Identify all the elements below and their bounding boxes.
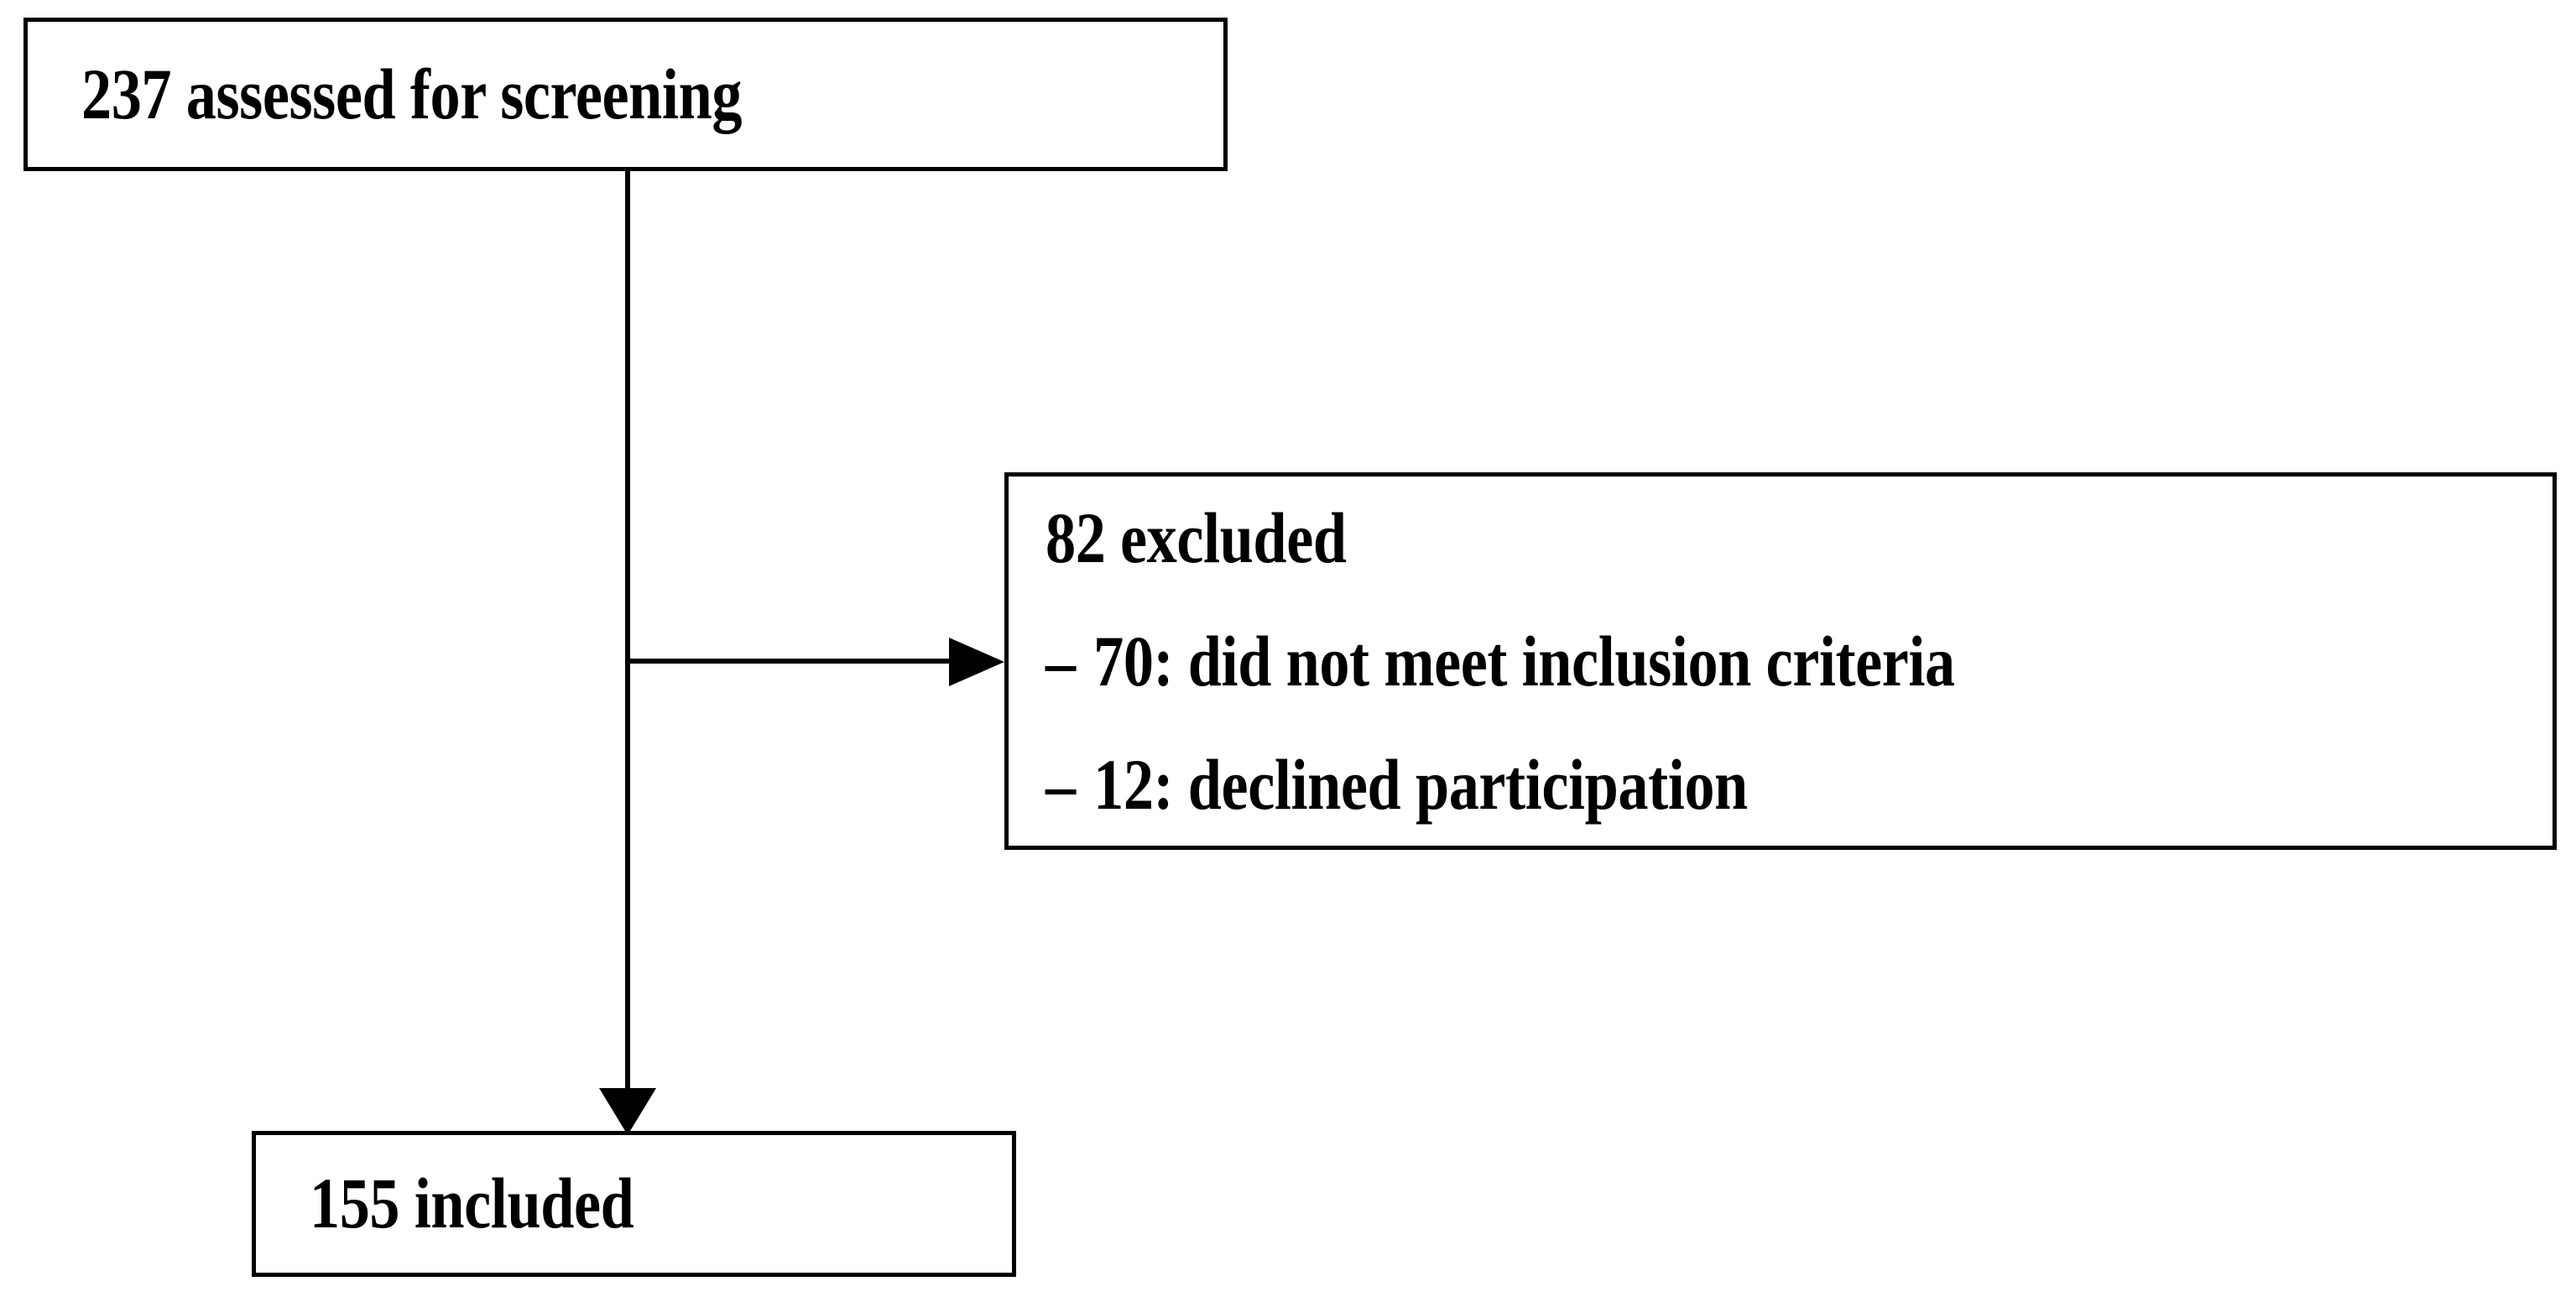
reason-dash-icon-1: – xyxy=(1046,620,1076,701)
node-excluded-reason-2-label: 12: declined participation xyxy=(1093,743,1748,825)
reason-dash-icon-2: – xyxy=(1046,743,1076,825)
node-included: 155 included xyxy=(252,1131,1016,1277)
node-assessed-for-screening-label: 237 assessed for screening xyxy=(81,53,743,134)
node-excluded-reason-1-label: 70: did not meet inclusion criteria xyxy=(1093,620,1955,701)
connector-horizontal-branch xyxy=(628,659,952,664)
node-excluded-heading: 82 excluded xyxy=(1046,497,1347,579)
node-excluded: 82 excluded –70: did not meet inclusion … xyxy=(1004,472,2557,850)
node-assessed-for-screening: 237 assessed for screening xyxy=(23,18,1228,171)
node-excluded-reason-2: –12: declined participation xyxy=(1046,748,2312,820)
node-excluded-reason-1: –70: did not meet inclusion criteria xyxy=(1046,625,2312,697)
arrowhead-down-icon xyxy=(599,1088,656,1135)
connector-vertical-trunk xyxy=(625,170,630,1093)
arrowhead-right-icon xyxy=(949,638,1004,686)
node-included-label: 155 included xyxy=(310,1163,634,1244)
